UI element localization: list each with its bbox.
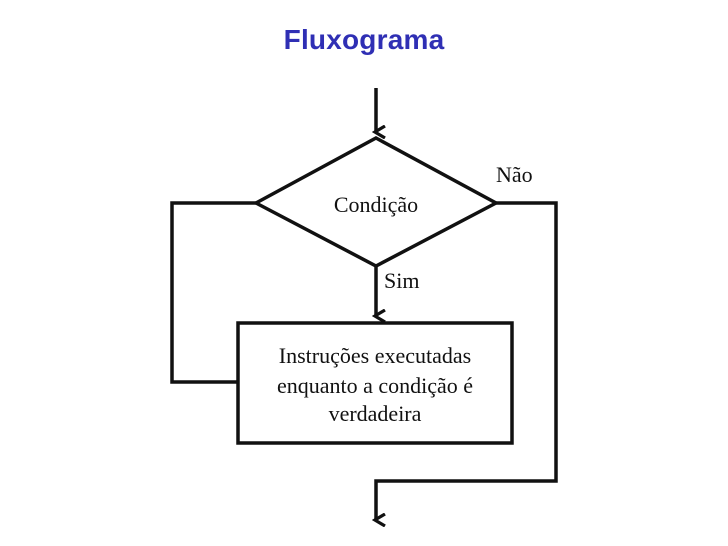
- process-text-line: Instruções executadas: [279, 343, 471, 368]
- page-title: Fluxograma: [283, 24, 445, 55]
- loop-back-line: [170, 201, 256, 384]
- process-text-line: verdadeira: [329, 401, 422, 426]
- process-text-line: enquanto a condição é: [277, 373, 473, 398]
- yes-label: Sim: [384, 268, 419, 293]
- no-label: Não: [496, 162, 533, 187]
- condition-label: Condição: [334, 192, 418, 217]
- no-exit-line: [376, 201, 558, 520]
